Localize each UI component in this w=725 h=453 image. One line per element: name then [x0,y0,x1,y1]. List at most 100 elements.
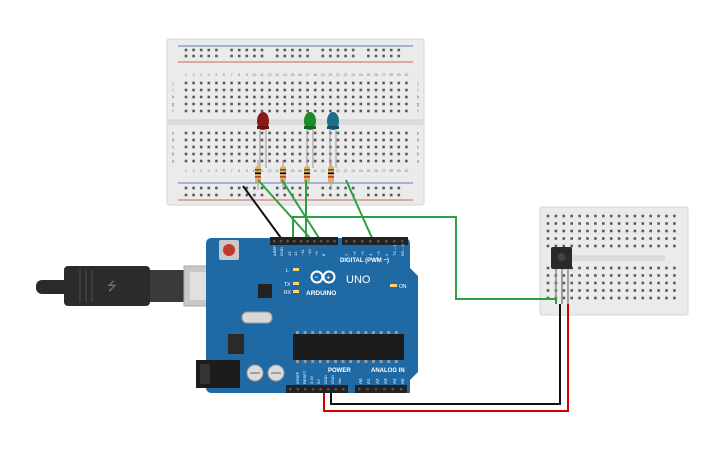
mini-breadboard-hole[interactable] [609,274,613,277]
breadboard-hole[interactable] [329,186,332,190]
breadboard-hole[interactable] [245,109,249,113]
breadboard-hole[interactable] [367,152,370,156]
breadboard-hole[interactable] [351,152,355,156]
breadboard-hole[interactable] [245,48,249,52]
breadboard-hole[interactable] [359,145,363,149]
breadboard-hole[interactable] [321,109,325,113]
mini-breadboard-hole[interactable] [586,274,589,277]
breadboard-hole[interactable] [207,48,211,52]
breadboard-hole[interactable] [351,109,355,113]
breadboard-hole[interactable] [291,54,294,58]
mini-breadboard-hole[interactable] [602,222,605,225]
breadboard-hole[interactable] [344,152,347,156]
mini-breadboard-hole[interactable] [641,289,645,292]
breadboard-hole[interactable] [192,186,195,190]
breadboard-hole[interactable] [344,81,347,85]
breadboard-hole[interactable] [192,54,195,58]
breadboard-hole[interactable] [245,95,249,99]
breadboard-hole[interactable] [192,131,195,135]
breadboard-hole[interactable] [275,48,279,52]
breadboard-hole[interactable] [389,159,393,163]
breadboard-hole[interactable] [344,145,347,149]
mini-breadboard-hole[interactable] [649,266,652,270]
wire-green-led1[interactable] [257,179,311,239]
breadboard-hole[interactable] [275,102,279,106]
breadboard-hole[interactable] [260,54,264,58]
mini-breadboard-hole[interactable] [578,274,581,277]
breadboard-hole[interactable] [283,88,287,92]
breadboard-hole[interactable] [275,152,279,156]
breadboard-hole[interactable] [306,193,309,197]
breadboard-hole[interactable] [374,131,378,135]
breadboard-hole[interactable] [367,81,370,85]
mini-breadboard-hole[interactable] [657,266,660,270]
mini-breadboard-hole[interactable] [665,266,668,270]
usb-cable[interactable]: ⭍ [36,265,229,307]
mini-breadboard-hole[interactable] [546,214,550,218]
mini-breadboard-hole[interactable] [570,237,573,240]
breadboard-hole[interactable] [359,95,363,99]
breadboard-hole[interactable] [382,159,385,163]
breadboard-hole[interactable] [283,152,287,156]
mini-breadboard-hole[interactable] [625,296,629,300]
breadboard-hole[interactable] [260,102,264,106]
breadboard-hole[interactable] [298,109,302,113]
breadboard-hole[interactable] [405,131,408,135]
breadboard-hole[interactable] [230,102,233,106]
mini-breadboard-hole[interactable] [570,281,573,285]
mini-breadboard-hole[interactable] [625,289,629,292]
breadboard-hole[interactable] [253,138,256,142]
breadboard-hole[interactable] [382,48,385,52]
mini-breadboard-hole[interactable] [641,222,645,225]
breadboard-hole[interactable] [313,159,317,163]
mini-breadboard-hole[interactable] [578,296,581,300]
breadboard-hole[interactable] [184,145,188,149]
mini-breadboard-hole[interactable] [609,222,613,225]
mini-breadboard-hole[interactable] [570,244,573,248]
resistor[interactable] [328,160,334,190]
breadboard-hole[interactable] [245,88,249,92]
breadboard-hole[interactable] [222,138,226,142]
breadboard-hole[interactable] [260,193,264,197]
breadboard-hole[interactable] [260,48,264,52]
breadboard-hole[interactable] [275,95,279,99]
breadboard-hole[interactable] [184,95,188,99]
led-red[interactable] [257,112,269,168]
breadboard-hole[interactable] [207,95,211,99]
mini-breadboard-hole[interactable] [617,266,621,270]
header-pin[interactable] [327,388,330,391]
breadboard-hole[interactable] [313,88,317,92]
breadboard-hole[interactable] [313,109,317,113]
breadboard-hole[interactable] [374,48,378,52]
breadboard-hole[interactable] [367,48,370,52]
breadboard-hole[interactable] [397,88,401,92]
breadboard-hole[interactable] [291,145,294,149]
breadboard-hole[interactable] [260,131,264,135]
breadboard-hole[interactable] [192,109,195,113]
breadboard-hole[interactable] [367,145,370,149]
breadboard-hole[interactable] [321,145,325,149]
breadboard-hole[interactable] [405,152,408,156]
breadboard-hole[interactable] [253,131,256,135]
breadboard-hole[interactable] [344,138,347,142]
mini-breadboard-hole[interactable] [673,274,676,277]
mini-breadboard-hole[interactable] [665,237,668,240]
breadboard-hole[interactable] [230,95,233,99]
mini-breadboard-hole[interactable] [546,237,550,240]
breadboard-hole[interactable] [215,81,218,85]
mini-breadboard-hole[interactable] [649,289,652,292]
breadboard-hole[interactable] [207,152,211,156]
breadboard-hole[interactable] [283,186,287,190]
header-pin[interactable] [319,388,322,391]
breadboard-hole[interactable] [329,81,332,85]
resistor[interactable] [255,160,261,190]
breadboard-hole[interactable] [283,95,287,99]
mini-breadboard-hole[interactable] [673,289,676,292]
breadboard-hole[interactable] [268,131,271,135]
breadboard-hole[interactable] [283,109,287,113]
breadboard-hole[interactable] [199,95,203,99]
breadboard-hole[interactable] [199,48,203,52]
mini-breadboard-hole[interactable] [602,244,605,248]
breadboard-hole[interactable] [351,54,355,58]
